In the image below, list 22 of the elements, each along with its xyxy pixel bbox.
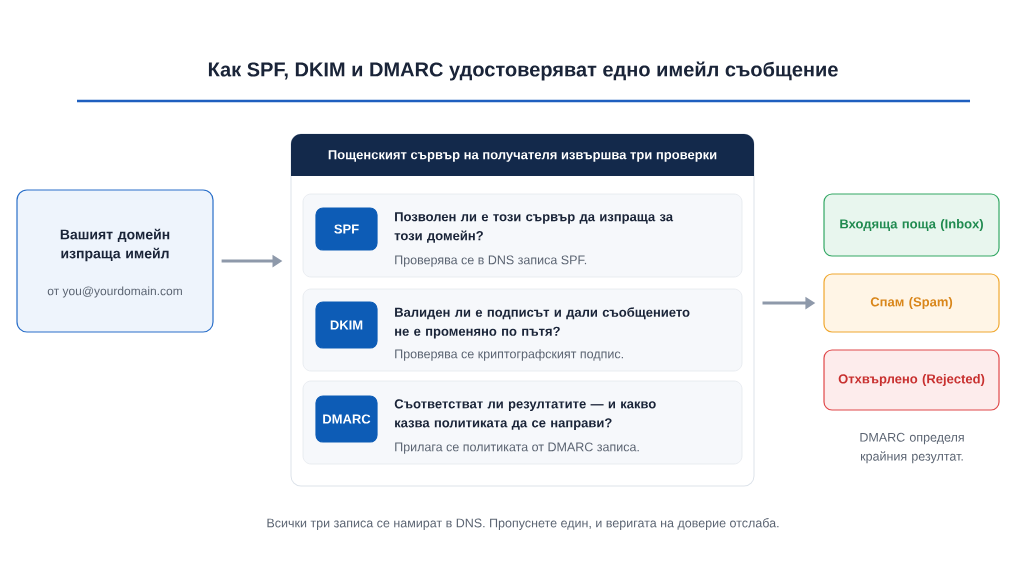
badge: DKIM	[315, 301, 378, 349]
note-text: DMARC определя крайния резултат.	[860, 432, 964, 464]
result-box: Спам (Spam)	[823, 273, 1000, 333]
question-text: Позволен ли е този сървър да изпраща за този домейн?	[394, 212, 674, 243]
note-text: Прилага се политиката от DMARC записа.	[395, 442, 639, 454]
address-text: от you@yourdomain.com	[47, 286, 182, 298]
result-box: Входяща поща (Inbox)	[823, 193, 1000, 257]
caption: Всички три записа се намират в DNS. Пропуснете един, и веригата на доверие отслаба.	[267, 518, 779, 530]
check-row	[302, 193, 743, 278]
question-text: Валиден ли е подписът и дали съобщението не е променяно по пътя?	[395, 307, 690, 339]
title: Как SPF, DKIM и DMARC удостоверяват едно имейл съобщение	[208, 61, 838, 81]
result-box: Отхвърлено (Rejected)	[823, 349, 1000, 411]
sender-box	[16, 189, 214, 333]
note-text: Проверява се криптографският подпис.	[395, 349, 623, 361]
check-row	[302, 380, 743, 465]
question-text: Съответстват ли резултатите — и какво казва политиката да се направи?	[394, 399, 656, 430]
badge: SPF	[315, 207, 378, 251]
badge: DMARC	[315, 395, 378, 443]
heading-text: Вашият домейн изпраща имейл	[60, 228, 170, 262]
check-row	[302, 288, 743, 372]
note-text: Проверява се в DNS записа SPF.	[395, 255, 587, 267]
header-band: Пощенският сървър на получателя извършва три проверки	[291, 134, 754, 176]
